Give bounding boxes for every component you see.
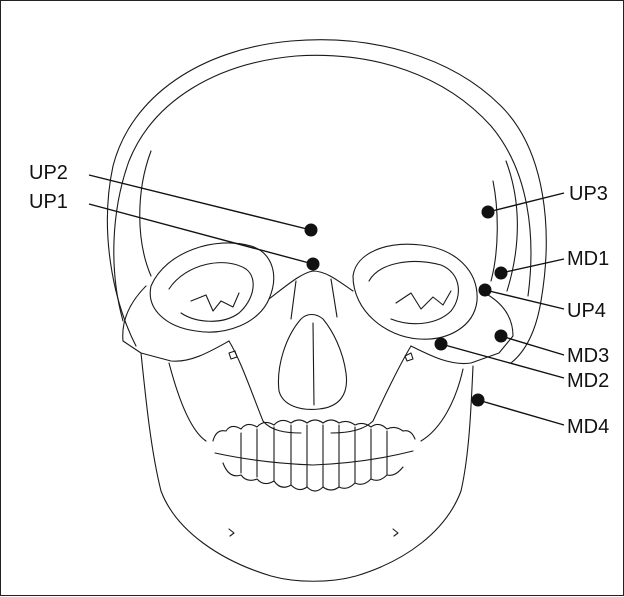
label-up2: UP2 — [29, 162, 68, 184]
leader-md3 — [501, 336, 564, 355]
upper-teeth — [213, 420, 415, 441]
left-orbit-inner — [169, 263, 253, 322]
mandible-ramus-left — [169, 363, 206, 441]
label-up3: UP3 — [569, 183, 608, 205]
mental-foramen-left — [229, 529, 234, 536]
label-up1: UP1 — [29, 191, 68, 213]
nasal-bones — [291, 279, 337, 319]
leader-up1 — [89, 204, 313, 264]
leader-md1 — [501, 259, 564, 273]
foramen-left — [229, 351, 237, 359]
mandible-ramus-right — [421, 369, 463, 441]
left-orbit — [150, 243, 273, 332]
right-orbit-inner — [369, 262, 458, 324]
cranium-outline — [107, 40, 546, 363]
label-md3: MD3 — [567, 345, 609, 367]
cranium-inner-contour — [114, 55, 531, 321]
marker-md1 — [495, 267, 508, 280]
right-orbit-fissure — [396, 291, 451, 309]
marker-md2 — [435, 338, 448, 351]
label-md1: MD1 — [567, 248, 609, 270]
left-orbit-fissure — [191, 293, 239, 311]
teeth-dividers — [241, 425, 387, 487]
leader-up4 — [485, 290, 564, 309]
left-zygomatic — [123, 286, 229, 361]
leader-md4 — [478, 400, 564, 425]
teeth — [213, 420, 415, 491]
marker-up2 — [305, 224, 318, 237]
skull-drawing — [107, 40, 546, 582]
marker-md4 — [472, 394, 485, 407]
marker-md3 — [495, 330, 508, 343]
temporal-line-right-2 — [491, 181, 497, 281]
nasal-aperture — [278, 315, 346, 410]
bite-line — [215, 451, 413, 465]
leader-up2 — [89, 175, 311, 230]
marker-up3 — [482, 206, 495, 219]
label-md4: MD4 — [567, 416, 609, 438]
maxilla-left — [229, 341, 301, 433]
nasal-septum — [313, 323, 314, 405]
temporal-line-left — [140, 151, 151, 276]
label-md2: MD2 — [567, 370, 609, 392]
mental-foramen-right — [393, 529, 398, 536]
marker-up4 — [479, 284, 492, 297]
label-up4: UP4 — [567, 300, 606, 322]
marker-up1 — [307, 258, 320, 271]
nasal-bridge — [269, 271, 353, 299]
leader-up3 — [488, 193, 564, 212]
lower-teeth — [223, 463, 403, 491]
